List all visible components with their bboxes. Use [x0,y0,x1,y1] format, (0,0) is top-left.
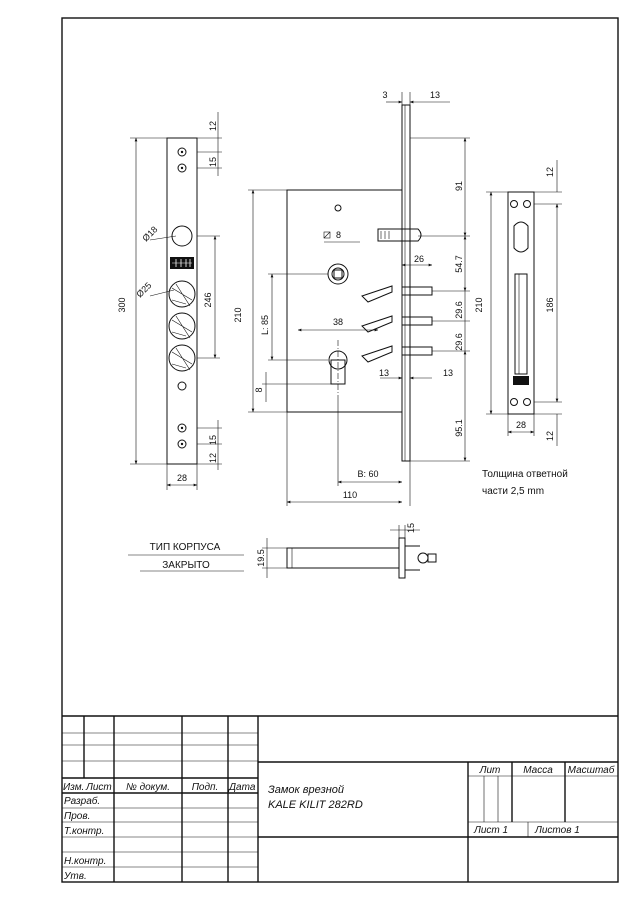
latch-bolt [377,228,422,242]
strike-thickness-line2: части 2,5 mm [482,486,544,497]
dim-26: 26 [414,254,424,264]
tb-lit: Лит [479,765,501,776]
case-type-note: ТИП КОРПУСА ЗАКРЫТО [128,542,244,572]
dim-top-15: 15 [208,157,218,167]
dim-38: 38 [333,317,343,327]
tb-col-date: Дата [228,782,256,793]
dim-29-6-b: 29.6 [454,333,464,351]
dim-13-right: 13 [443,368,453,378]
strike-thickness-line1: Толщина ответной [482,469,568,480]
dim-3: 3 [382,90,387,100]
tb-sheet: Лист 1 [473,825,508,836]
dim-54-7: 54.7 [454,255,464,273]
kale-logo [170,257,194,269]
tb-row-nkontr: Н.контр. [64,856,106,867]
dim-110: 110 [343,490,357,500]
dim-246: 246 [203,292,213,307]
dim-95-1: 95.1 [454,419,464,437]
dim-strike-12-bottom: 12 [545,431,555,441]
dim-15-side: 15 [406,523,416,533]
side-section-view: 19.5 15 [256,523,437,579]
faceplate-top-screws [177,147,187,173]
dim-strike-12-top: 12 [545,167,555,177]
dim-210-body: 210 [233,307,243,322]
tb-sheets: Листов 1 [534,825,580,836]
dim-strike-210: 210 [474,297,484,312]
tb-col-list: Лист [85,782,112,793]
dim-bottom-12: 12 [208,453,218,463]
faceplate-bottom-screws [177,423,187,449]
bolt-holes [168,280,196,372]
tb-row-tkontr: Т.контр. [64,826,104,837]
dim-square-8: 8 [336,230,341,240]
faceplate-outline [166,137,198,465]
tb-col-izm: Изм. [63,782,84,793]
dim-strike-28: 28 [516,420,526,430]
dim-strike-186: 186 [545,297,555,312]
tb-row-utv: Утв. [63,871,87,882]
title-block: Изм. Лист № докум. Подп. Дата Разраб. Пр… [62,715,618,882]
tb-row-prov: Пров. [64,811,90,822]
tb-massa: Масса [523,765,553,776]
dim-300: 300 [117,297,127,312]
dim-l85: L: 85 [260,315,270,335]
faceplate-mid-screw [177,381,187,391]
lock-body-view: 3 13 91 54.7 29.6 29.6 95.1 26 8 210 [233,90,470,506]
faceplate-view: 300 246 12 15 15 12 Ø18 Ø25 28 [117,112,222,490]
dim-b60: B: 60 [357,469,378,479]
tb-row-razrab: Разраб. [64,795,100,807]
tb-col-doc: № докум. [126,782,170,793]
sheet-frame [61,17,619,883]
case-type-label: ТИП КОРПУСА [150,542,221,553]
dim-13-left: 13 [379,368,389,378]
lock-forend [401,104,411,462]
side-case [286,547,400,569]
dim-bottom-15: 15 [208,435,218,445]
dim-29-6-a: 29.6 [454,301,464,319]
tb-title-line2: KALE KILIT 282RD [268,799,363,811]
handle-follower [327,263,349,285]
dim-13-top: 13 [430,90,440,100]
deadbolts [361,285,433,363]
dim-8: 8 [254,387,264,392]
dim-hole-25: Ø25 [134,280,153,299]
dim-top-12: 12 [208,121,218,131]
cylinder-cutout [328,340,348,396]
strike-outline [507,191,535,415]
dim-91: 91 [454,181,464,191]
tb-title-line1: Замок врезной [268,784,344,796]
latch-hole [171,225,193,247]
strike-plate-view: 210 186 12 12 28 Толщина ответной части … [474,160,568,497]
dim-19-5: 19.5 [256,549,266,567]
dim-width-28: 28 [177,473,187,483]
dim-hole-18: Ø18 [140,224,159,243]
case-type-value: ЗАКРЫТО [162,560,210,571]
tb-col-sign: Подп. [192,782,219,793]
tb-masshtab: Масштаб [568,764,615,776]
strike-kale-logo [513,376,529,385]
